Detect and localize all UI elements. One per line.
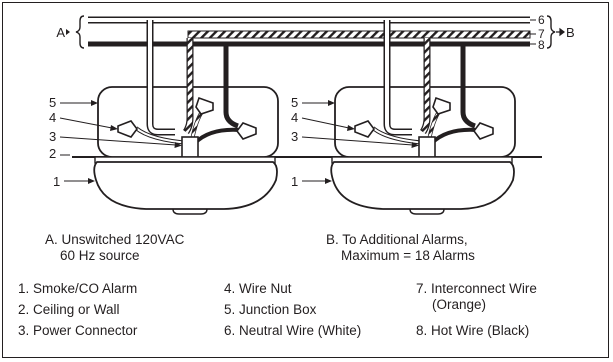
legend-item-3: 3. Power Connector xyxy=(18,323,137,339)
legend-text: Neutral Wire (White) xyxy=(239,323,362,338)
legend-item-2: 2. Ceiling or Wall xyxy=(18,302,120,318)
wire-nut xyxy=(117,120,138,138)
legend-item-7: 7. Interconnect Wire (Orange) xyxy=(416,281,537,313)
legend-text: Wire Nut xyxy=(239,281,292,296)
callout-5: 5 xyxy=(291,95,298,110)
callout-3: 3 xyxy=(49,129,56,144)
wire-nut xyxy=(473,122,494,140)
callout-2: 2 xyxy=(49,146,56,161)
legend-num: 6. xyxy=(224,323,236,338)
legend-num: 2. xyxy=(18,302,30,317)
interconnect-bus-wire xyxy=(187,30,531,39)
legend-text: Ceiling or Wall xyxy=(33,302,120,317)
wire-nut xyxy=(236,122,257,140)
caption-a-line1: A. Unswitched 120VAC xyxy=(45,232,185,247)
caption-b-line2: Maximum = 18 Alarms xyxy=(341,248,475,263)
callout-1: 1 xyxy=(291,174,298,189)
callout-5: 5 xyxy=(49,95,56,110)
bus-wires xyxy=(88,16,531,47)
caption-a: A. Unswitched 120VAC 60 Hz source xyxy=(45,232,184,264)
legend-item-6: 6. Neutral Wire (White) xyxy=(224,323,361,339)
wire-nut xyxy=(354,120,375,138)
wire-number-7: 7 xyxy=(538,27,545,41)
wire-nut xyxy=(432,96,451,115)
legend-text-cont: (Orange) xyxy=(432,297,487,312)
legend-num: 1. xyxy=(18,281,30,296)
wire-number-8: 8 xyxy=(538,38,545,52)
arrow-a xyxy=(66,29,70,35)
label-b: B xyxy=(566,25,575,40)
legend-num: 7. xyxy=(416,281,428,296)
legend-item-5: 5. Junction Box xyxy=(224,302,316,318)
wire-number-6: 6 xyxy=(538,13,545,27)
legend-text: Hot Wire (Black) xyxy=(431,323,530,338)
legend-num: 4. xyxy=(224,281,236,296)
arrow-b xyxy=(556,27,565,37)
legend-item-1: 1. Smoke/CO Alarm xyxy=(18,281,137,297)
legend-num: 5. xyxy=(224,302,236,317)
legend-text: Power Connector xyxy=(33,323,138,338)
caption-b-line1: B. To Additional Alarms, xyxy=(326,232,468,247)
legend-text: Smoke/CO Alarm xyxy=(33,281,138,296)
callout-4: 4 xyxy=(291,110,298,125)
callout-1: 1 xyxy=(53,174,60,189)
alarm-dome xyxy=(330,161,515,210)
legend-item-4: 4. Wire Nut xyxy=(224,281,292,297)
legend-text: Interconnect Wire xyxy=(431,281,537,296)
alarm-unit-2 xyxy=(330,20,516,215)
caption-b: B. To Additional Alarms, Maximum = 18 Al… xyxy=(326,232,475,264)
bracket-b xyxy=(546,15,556,49)
label-a: A xyxy=(56,25,65,40)
callouts-unit-1: 5 4 3 2 1 xyxy=(49,95,182,189)
wire-nut xyxy=(195,96,214,115)
legend-item-8: 8. Hot Wire (Black) xyxy=(416,323,529,339)
power-connector xyxy=(418,136,436,158)
alarm-unit-1 xyxy=(93,20,279,215)
caption-a-line2: 60 Hz source xyxy=(60,248,140,263)
diagram-frame xyxy=(2,2,609,358)
callouts-unit-2: 5 4 3 1 xyxy=(291,95,419,189)
callout-4: 4 xyxy=(49,110,56,125)
callout-3: 3 xyxy=(291,129,298,144)
legend-num: 3. xyxy=(18,323,30,338)
bracket-a xyxy=(75,15,85,49)
alarm-dome xyxy=(93,161,278,210)
power-connector xyxy=(181,136,199,158)
legend-text: Junction Box xyxy=(239,302,317,317)
legend-num: 8. xyxy=(416,323,428,338)
